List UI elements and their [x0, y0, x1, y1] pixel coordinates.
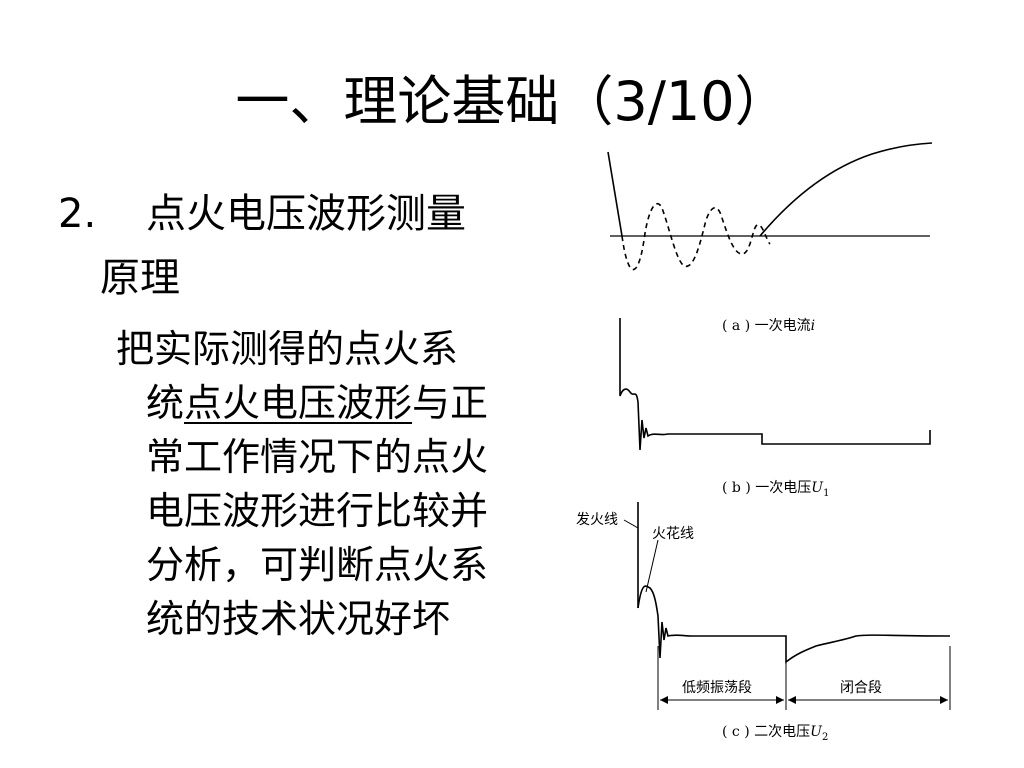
underlined-term: 点火电压波形 — [184, 381, 413, 425]
body-line-3: 常工作情况下的点火 — [146, 435, 489, 479]
slide-title: 一、理论基础（3/10） — [235, 70, 789, 133]
panel-a-rising-curve — [759, 142, 933, 237]
panel-c-label-pointer-fire — [623, 519, 639, 529]
panel-c-label-closed: 闭合段 — [840, 680, 882, 696]
panel-c — [623, 502, 951, 710]
panel-b — [619, 318, 931, 451]
body-line-4: 电压波形进行比较并 — [146, 489, 489, 533]
panel-c-label-low-freq: 低频振荡段 — [682, 680, 752, 696]
body-line-2-pre: 统 — [146, 381, 185, 425]
panel-a-drop-curve — [607, 151, 623, 237]
panel-b-caption: ( b ) 一次电压U1 — [722, 480, 829, 499]
panel-c-caption: ( c ) 二次电压U2 — [722, 724, 828, 743]
heading-line-2: 原理 — [100, 255, 180, 301]
panel-a — [607, 142, 933, 271]
heading-line-1: 2. 点火电压波形测量 — [58, 182, 558, 246]
waveform-diagram: ( a ) 一次电流i ( b ) 一次电压U1 发火线 火花线 低频振荡段 闭… — [576, 142, 951, 743]
panel-c-spark-line — [637, 585, 951, 664]
panel-a-oscillation-dashed — [621, 202, 771, 271]
panel-b-waveform — [619, 318, 931, 451]
body-paragraph: 把实际测得的点火系 统点火电压波形与正 常工作情况下的点火 电压波形进行比较并 … — [116, 322, 566, 646]
section-heading: 2. 点火电压波形测量 原理 — [58, 182, 558, 310]
body-line-2: 统点火电压波形与正 — [116, 376, 566, 430]
waveform-figure: ( a ) 一次电流i ( b ) 一次电压U1 发火线 火花线 低频振荡段 闭… — [572, 140, 962, 748]
panel-c-label-fire-line: 发火线 — [576, 512, 618, 528]
heading-number: 2. — [58, 191, 97, 237]
panel-c-label-spark-line: 火花线 — [652, 526, 694, 542]
body-line-2-post: 与正 — [412, 381, 489, 425]
body-line-1: 把实际测得的点火系 — [116, 327, 459, 371]
body-line-5: 分析，可判断点火系 — [146, 543, 489, 587]
body-line-6: 统的技术状况好坏 — [146, 597, 451, 641]
panel-c-label-pointer-spark — [645, 539, 659, 593]
heading-text: 点火电压波形测量 — [146, 191, 466, 237]
panel-a-caption: ( a ) 一次电流i — [722, 318, 815, 334]
